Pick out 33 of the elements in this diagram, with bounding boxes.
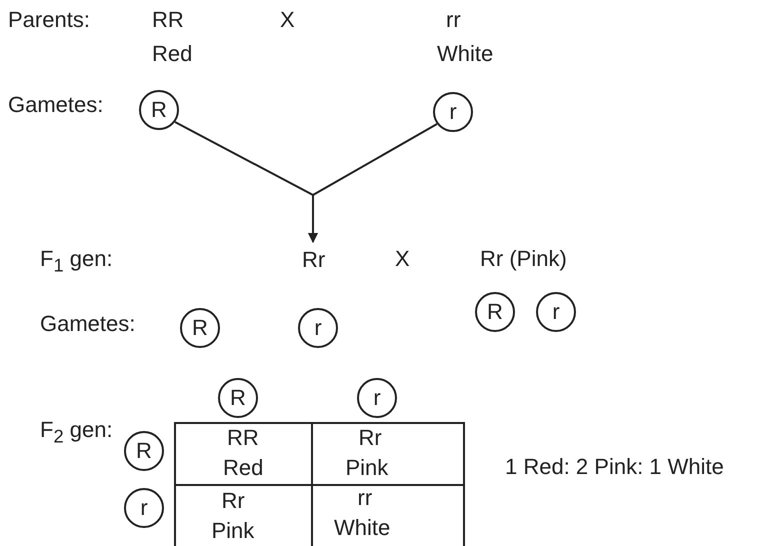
phenotype-label: White (334, 516, 390, 540)
phenotype-label: Pink (346, 456, 388, 480)
genotype-label: RR (152, 8, 184, 32)
genotype-label: rr (446, 8, 461, 32)
genotype-label: Rr (Pink) (480, 247, 567, 271)
cross-sign: X (395, 247, 410, 271)
arrow (308, 123, 438, 243)
genotype-label: Rr (222, 489, 245, 513)
row-label: Gametes: (8, 93, 104, 117)
allele-circle: r (433, 92, 473, 132)
row-label: Gametes: (40, 312, 136, 336)
allele-circle: R (124, 431, 164, 471)
allele-circle: r (124, 488, 164, 528)
allele-circle: r (536, 292, 576, 332)
allele-circle: r (357, 378, 397, 418)
phenotype-label: White (437, 42, 494, 66)
row-label: F$_{1}$ gen: (40, 247, 113, 278)
genotype-label: RR (227, 426, 259, 450)
allele-circle: R (218, 378, 258, 418)
allele-circle: R (139, 90, 179, 130)
row-label: F$_{2}$ gen: (40, 418, 113, 448)
allele-circle: r (298, 308, 338, 348)
row-label: Parents: (8, 8, 90, 32)
genotype-label: Rr (358, 426, 382, 450)
cross-sign: X (280, 8, 295, 32)
allele-circle: R (180, 308, 220, 348)
genotype-label: Rr (302, 248, 326, 272)
phenotype-label: Red (152, 42, 192, 66)
ratio-text: 1 Red: 2 Pink: 1 White (505, 455, 724, 479)
genotype-label: rr (358, 486, 372, 510)
phenotype-label: Red (223, 456, 264, 480)
phenotype-label: Pink (212, 519, 254, 543)
allele-circle: R (475, 292, 515, 332)
